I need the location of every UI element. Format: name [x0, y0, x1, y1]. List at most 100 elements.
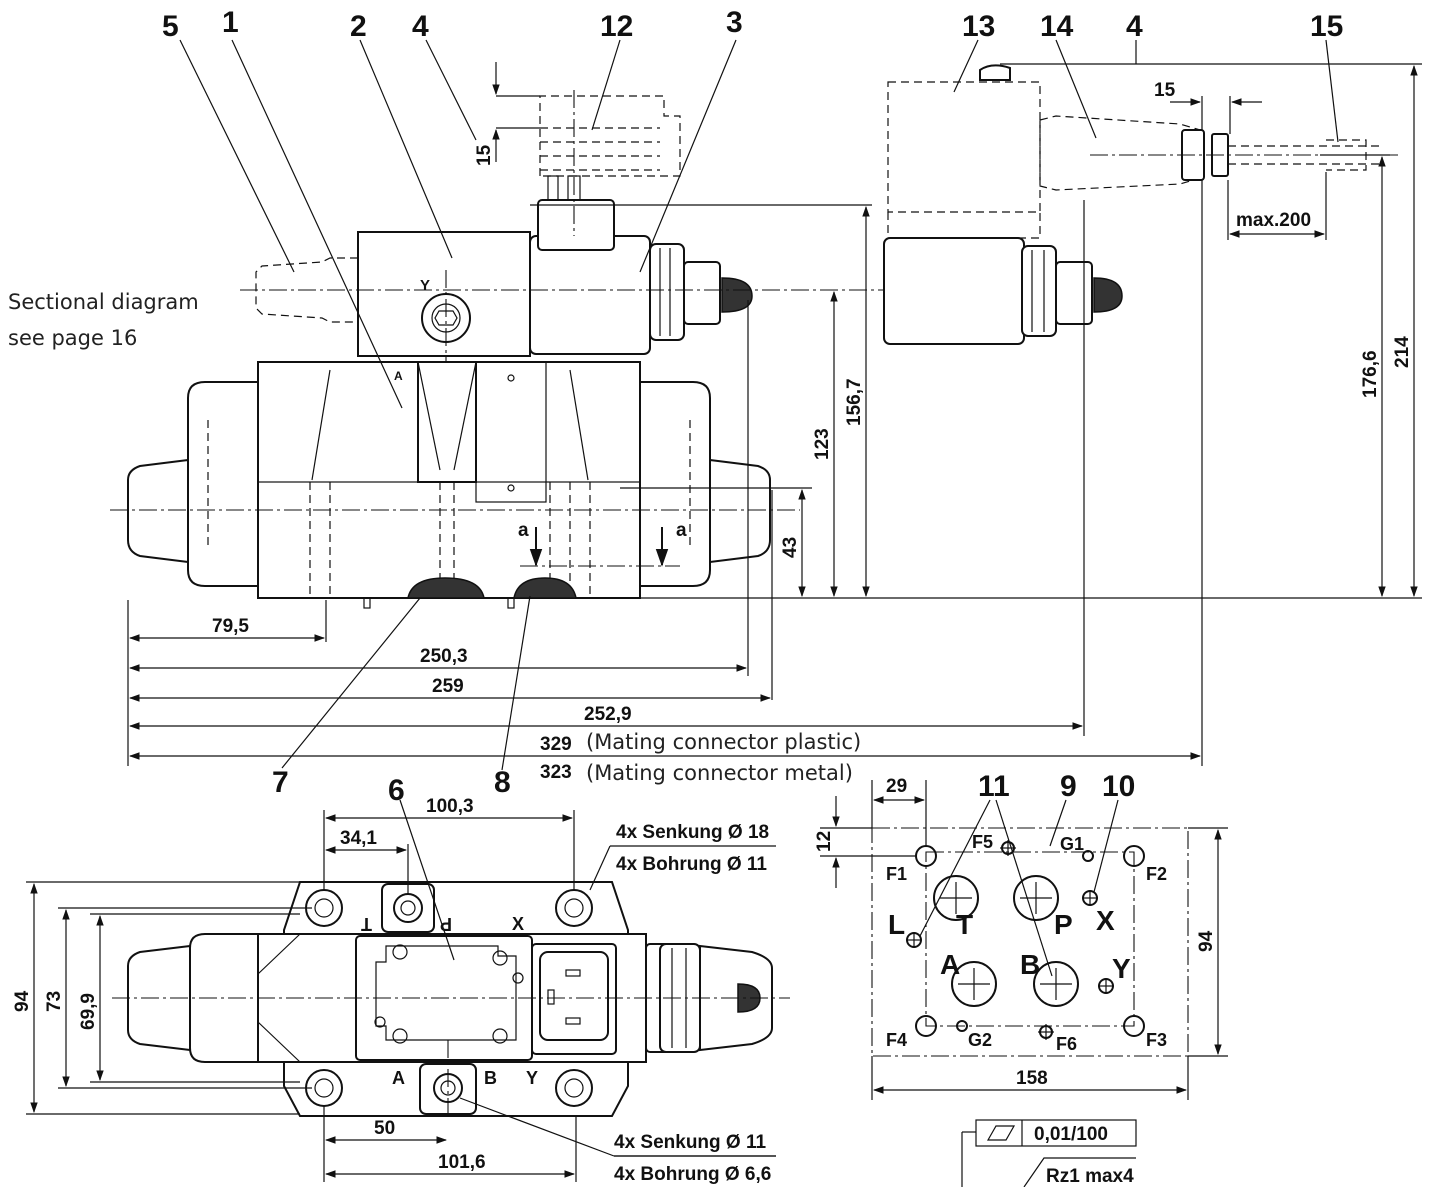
dim-43: 43	[780, 537, 801, 558]
flatness-value: 0,01/100	[1034, 1124, 1108, 1145]
dim-34-1: 34,1	[340, 828, 377, 849]
dim-100-3: 100,3	[426, 796, 474, 817]
side-view	[110, 90, 1000, 609]
plate-label-f6: F6	[1056, 1034, 1077, 1054]
mounting-plate	[820, 780, 1228, 1187]
callout-4b: 4	[1126, 10, 1143, 43]
seal-8	[513, 577, 577, 599]
plate-label-b: B	[1020, 949, 1040, 980]
leader-lines	[179, 39, 1339, 771]
callout-4: 4	[412, 10, 429, 43]
dim-123: 123	[812, 428, 833, 460]
plate-label-p: P	[1054, 909, 1073, 940]
callout-15: 15	[1310, 10, 1343, 43]
plate-label-f1: F1	[886, 864, 907, 884]
plug-connector	[537, 199, 615, 251]
plate-port-labels: F1 F2 F3 F4 F5 F6 G1 G2 L T P X A B Y	[886, 832, 1167, 1054]
plate-label-f2: F2	[1146, 864, 1167, 884]
plate-label-a: A	[940, 949, 960, 980]
note-top-counterbore: 4x Senkung Ø 18	[616, 822, 769, 843]
dim-176-6: 176,6	[1360, 350, 1381, 398]
plate-label-y: Y	[1112, 953, 1131, 984]
plate-port-t	[933, 875, 979, 921]
pilot-adapter	[475, 361, 547, 503]
seal-7	[407, 577, 485, 599]
plug-view	[883, 64, 1400, 345]
callout-5: 5	[162, 10, 179, 43]
callout-7: 7	[272, 766, 289, 799]
top-port-t: T	[361, 914, 372, 934]
plate-label-f4: F4	[886, 1030, 907, 1050]
left-solenoid-nut	[127, 458, 189, 564]
manual-override-button	[721, 277, 753, 313]
callout-2: 2	[350, 10, 367, 43]
dim-94-left: 94	[12, 990, 33, 1012]
dim-156-7: 156,7	[844, 378, 865, 426]
dim-max200: max.200	[1236, 210, 1311, 231]
top-port-p: P	[440, 914, 452, 934]
solenoid-body-13	[883, 237, 1025, 345]
dimension-labels: 15 15 max.200 214 176,6 156,7 123 43 79,…	[12, 80, 1413, 1173]
callout-11: 11	[978, 770, 1010, 803]
dim-323: 323	[540, 762, 572, 783]
dim-329: 329	[540, 734, 572, 755]
side-port-y: Y	[420, 277, 430, 294]
top-port-y: Y	[526, 1068, 538, 1088]
note-sectional-diagram: Sectional diagram	[8, 290, 199, 314]
note-bottom-counterbore: 4x Senkung Ø 11	[614, 1132, 766, 1153]
plate-label-t: T	[956, 909, 973, 940]
plate-label-f5: F5	[972, 832, 993, 852]
plate-port-a	[951, 961, 997, 1007]
note-mating-plastic: (Mating connector plastic)	[586, 730, 861, 754]
note-mating-metal: (Mating connector metal)	[586, 761, 853, 785]
plate-label-g2: G2	[968, 1030, 992, 1050]
section-mark-left: a	[518, 520, 529, 541]
top-port-b: B	[484, 1068, 497, 1088]
dim-101-6: 101,6	[438, 1152, 486, 1173]
top-view	[112, 881, 790, 1117]
right-solenoid-nut	[709, 458, 771, 564]
left-end-cap	[187, 381, 259, 587]
flatness-frame	[975, 1119, 1137, 1147]
section-mark-right: a	[676, 520, 687, 541]
top-port-a: A	[392, 1068, 405, 1088]
mating-connector-14	[1039, 115, 1201, 191]
dim-50: 50	[374, 1118, 395, 1139]
side-port-a: A	[394, 369, 403, 383]
note-see-page: see page 16	[8, 326, 137, 350]
callout-10: 10	[1102, 770, 1135, 803]
pilot-stem-block	[417, 361, 477, 483]
hole-notes: 4x Senkung Ø 18 4x Bohrung Ø 11 4x Senku…	[614, 822, 776, 1185]
dim-29: 29	[886, 776, 907, 797]
plate-port-p	[1013, 875, 1059, 921]
callout-14: 14	[1040, 10, 1074, 43]
plate-label-g1: G1	[1060, 834, 1084, 854]
top-dimensions	[26, 799, 776, 1182]
dim-15-right: 15	[1154, 80, 1176, 101]
plate-label-l: L	[888, 909, 905, 940]
pilot-solenoid	[529, 235, 651, 355]
plate-port-b	[1033, 961, 1079, 1007]
callout-6: 6	[388, 774, 405, 807]
note-top-bore: 4x Bohrung Ø 11	[616, 854, 767, 875]
dim-12: 12	[814, 831, 835, 852]
top-view-port-labels: T P X A B Y	[361, 914, 538, 1088]
roughness-value: Rz1 max4	[1046, 1166, 1134, 1187]
callout-8: 8	[494, 766, 511, 799]
dim-158: 158	[1016, 1068, 1048, 1089]
plate-label-f3: F3	[1146, 1030, 1167, 1050]
plate-outline	[871, 827, 1189, 1057]
callout-3: 3	[726, 6, 743, 39]
callout-9: 9	[1060, 770, 1077, 803]
callout-12: 12	[600, 10, 633, 43]
dim-252-9: 252,9	[584, 704, 632, 725]
dim-94-right: 94	[1196, 930, 1217, 952]
pilot-knurled-nut	[649, 243, 685, 341]
callout-1: 1	[222, 6, 239, 39]
side-dimensions	[127, 62, 1422, 766]
dim-259: 259	[432, 676, 464, 697]
note-bottom-bore: 4x Bohrung Ø 6,6	[614, 1164, 771, 1185]
dim-73: 73	[44, 991, 65, 1012]
dim-79-5: 79,5	[212, 616, 249, 637]
